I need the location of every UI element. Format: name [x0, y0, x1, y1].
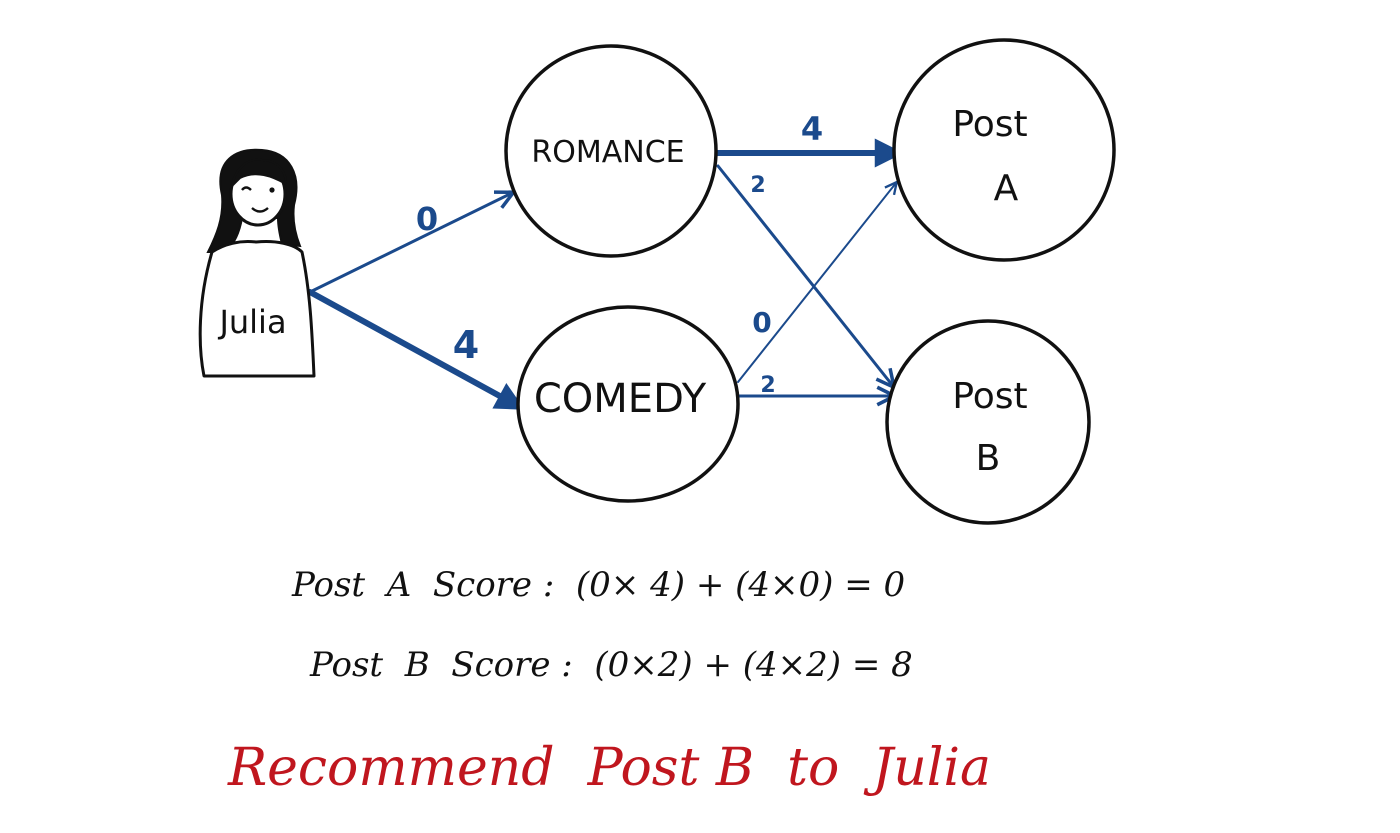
eye-right-icon: [269, 187, 275, 193]
edge-labels: 0 4 4 2 0 2: [416, 110, 823, 398]
edge-label-julia-romance: 0: [416, 200, 438, 238]
edge-label-comedy-post-b: 2: [760, 373, 775, 398]
post-a-label-line1: Post: [952, 104, 1027, 145]
edge-julia-comedy: [307, 289, 518, 406]
category-node-comedy: COMEDY: [516, 305, 740, 503]
post-a-label-line2: A: [994, 168, 1019, 209]
post-node-a: Post A: [892, 38, 1116, 262]
smile-icon: [251, 207, 269, 213]
post-b-score-line: Post B Score : (0×2) + (4×2) = 8: [309, 645, 913, 685]
edge-comedy-post-a: [737, 183, 896, 383]
body-shape: [198, 240, 316, 378]
score-calculations: Post A Score : (0× 4) + (4×0) = 0 Post B…: [291, 565, 913, 685]
edges: [307, 153, 896, 406]
post-b-label-line2: B: [976, 438, 1001, 479]
bangs-shape: [230, 158, 288, 189]
user-julia: Julia: [198, 148, 316, 378]
category-node-romance: ROMANCE: [504, 44, 718, 258]
eye-left-icon: [241, 186, 252, 191]
edge-label-romance-post-b: 2: [750, 173, 765, 198]
post-b-label-line1: Post: [952, 376, 1027, 417]
category-label-romance: ROMANCE: [531, 135, 684, 170]
recommendation-conclusion: Recommend Post B to Julia: [227, 738, 991, 798]
category-label-comedy: COMEDY: [534, 376, 707, 422]
edge-label-julia-comedy: 4: [453, 323, 479, 367]
edge-romance-post-b: [716, 164, 893, 386]
user-name-label: Julia: [217, 303, 286, 341]
post-node-b: Post B: [885, 319, 1091, 525]
edge-label-romance-post-a: 4: [801, 110, 823, 148]
edge-label-comedy-post-a: 0: [752, 306, 771, 339]
edge-julia-romance: [308, 193, 512, 294]
post-a-score-line: Post A Score : (0× 4) + (4×0) = 0: [291, 565, 905, 605]
